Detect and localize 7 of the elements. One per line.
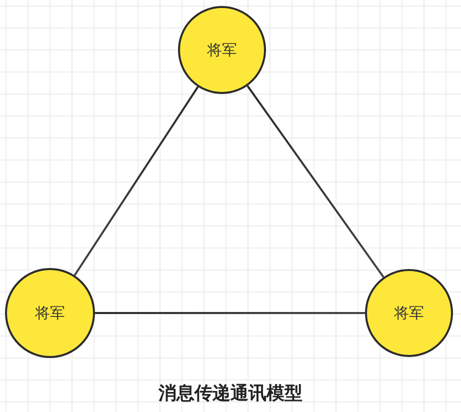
connector-line [246,85,384,278]
circle-node: 将军 [5,268,95,358]
connector-line [95,312,365,314]
caption: 消息传递通讯模型 [158,383,302,404]
circle-node: 将军 [365,269,453,357]
circle-node: 将军 [178,6,266,94]
connector-line [74,86,199,276]
